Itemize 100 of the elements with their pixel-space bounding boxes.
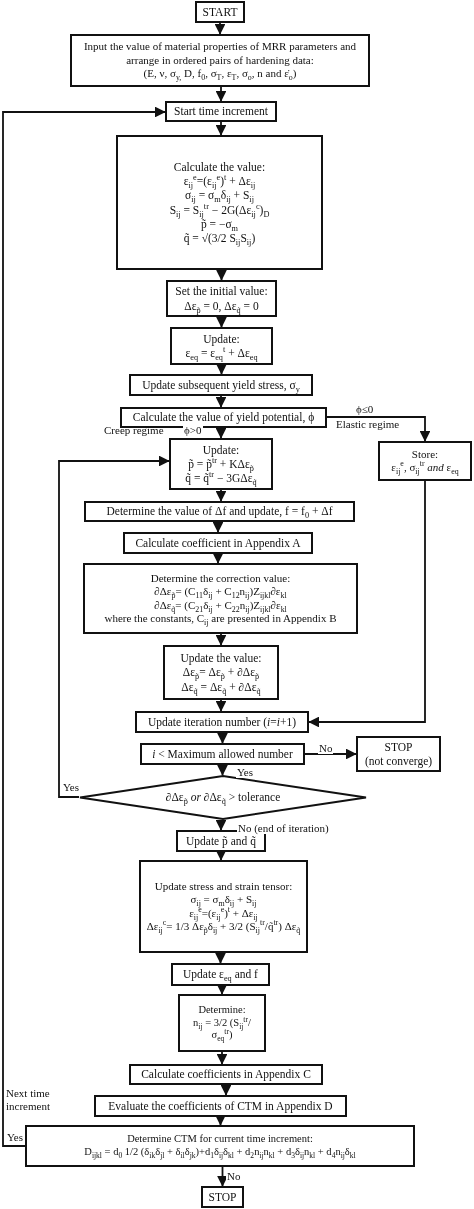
step-text: Calculate coefficient in Appendix A — [135, 536, 301, 550]
process-box — [123, 532, 313, 554]
formula-text: Δε$_{p̃}$ = 0, Δε$_{q̃}$ = 0 — [184, 298, 259, 313]
edge-label: Yes — [236, 766, 254, 779]
formula-text: ε$_{ij}$$^{e}$, σ$_{ij}$$^{tr}$ and ε$_{eq}$ — [391, 461, 459, 475]
step-text: i < Maximum allowed number — [152, 747, 293, 761]
formula-text: Δε$_{p̃}$= Δε$_{p̃}$ + ∂Δε$_{p̃}$ — [182, 665, 260, 680]
arrow — [214, 22, 226, 35]
decision-diamond — [79, 775, 367, 820]
arrow — [215, 395, 227, 408]
step-text: STOP — [208, 1190, 237, 1204]
step-text: START — [202, 5, 238, 19]
arrow — [215, 952, 226, 964]
step-text: Store: — [411, 447, 439, 461]
arrow — [220, 1084, 232, 1096]
formula-text: Δε$_{q̃}$ = Δε$_{q̃}$ + ∂Δε$_{q̃}$ — [181, 680, 261, 694]
process-box — [166, 280, 277, 317]
step-text: Update ε$_{eq}$ and f — [183, 967, 258, 982]
process-box — [171, 963, 270, 986]
note-text: Elastic regime — [336, 418, 400, 431]
formula-text: ε$_{eq}$ = ε$_{eq}$$^{t}$ + Δε$_{eq}$ — [185, 346, 258, 360]
formula-text: p̃ = p̃$^{tr}$ + KΔε$_{p̃}$ — [188, 457, 254, 471]
arrow — [215, 121, 227, 136]
step-text: Calculate the value of yield potential, ϕ — [132, 410, 315, 425]
process-box — [129, 374, 313, 396]
process-box — [94, 1095, 347, 1117]
process-box — [116, 135, 323, 270]
process-box — [140, 743, 305, 765]
step-text: Update stress and strain tensor: — [154, 879, 293, 894]
formula-text: ∂Δε$_{p̃}$= (C$_{11}$δ$_{ij}$ + C$_{12}$n$_{ij}$)Z$_{ijkl}$∂ε$_{kl}$ — [154, 585, 287, 599]
note-text: Next time increment — [6, 1087, 51, 1113]
arrow — [212, 521, 224, 533]
edge-label: No — [226, 1170, 242, 1183]
arrow — [215, 489, 227, 502]
arrow — [217, 732, 228, 744]
formula-text: p̃ = −σ$_{m}$ — [200, 217, 239, 231]
step-text: Update the value: — [180, 651, 262, 666]
step-text: Input the value of material properties of MRR parameters and arrange in ordered pairs of hardening data: — [82, 40, 358, 68]
arrow — [216, 1051, 228, 1065]
process-box — [84, 501, 355, 522]
note-text: Creep regime — [104, 424, 164, 437]
arrow — [304, 748, 357, 760]
edge-label: Yes — [62, 781, 80, 794]
terminal-box — [201, 1186, 244, 1208]
formula-text: q̃ = √(3/2 S$_{ij}$S$_{ij}$) — [183, 231, 256, 245]
formula-text: (not converge) — [364, 754, 433, 768]
process-box — [70, 34, 370, 87]
process-box — [163, 645, 279, 700]
step-text: Start time increment — [174, 104, 268, 119]
arrow — [215, 86, 227, 102]
formula-text: (E, ν, σ$_{y,}$ D, f$_{0}$, σ$_{T}$, ε$_{T}$, σ$_{o}$, n and ε̇$_{o}$) — [143, 67, 297, 81]
formula-text: n$_{ij}$ = 3/2 (S$_{ij}$$^{tr}$/σ$_{eq}$$^{tr}$) — [192, 1016, 252, 1043]
arrow — [215, 427, 227, 439]
process-box — [178, 994, 266, 1052]
process-box — [165, 101, 277, 122]
formula-text: D$_{ijkl}$ = d$_{0}$ 1/2 (δ$_{ik}$δ$_{jl}$ + δ$_{il}$δ$_{jk}$)+d$_{1}$δ$_{ij}$δ$_{kl}$ + d$_{2}$n$_{ij}$n$_{kl}$ + d$_{3}$δ$_{ij}$n$_{kl}$ + d$_{4}$n$_{ij}$δ$_{kl}$ — [84, 1146, 356, 1159]
formula-text: q̃ = q̃$^{tr}$ − 3GΔε$_{q̃}$ — [185, 471, 257, 485]
arrow — [58, 455, 170, 798]
arrow — [212, 552, 224, 564]
formula-text: σ$_{ij}$ = σ$_{m}$δ$_{ij}$ + S$_{ij}$ — [190, 893, 257, 907]
condition-text: ∂Δε$_{p̃}$ or ∂Δε$_{q̃}$ > tolerance — [165, 790, 281, 805]
arrow — [308, 480, 426, 728]
step-text: Update p̃ and q̃ — [186, 834, 256, 848]
process-box — [129, 1064, 323, 1085]
formula-text: ε$_{ij}$$^{e}$=(ε$_{ij}$$^{e}$)$^{t}$ + Δε$_{ij}$ — [183, 174, 256, 189]
arrow — [216, 269, 227, 281]
arrow — [217, 1166, 228, 1187]
process-box — [83, 563, 358, 634]
step-text: Determine the correction value: — [150, 571, 291, 586]
process-box — [135, 711, 309, 733]
process-box — [169, 438, 273, 490]
arrow — [2, 106, 166, 1147]
process-box — [25, 1125, 415, 1167]
step-text: Determine: — [198, 1003, 246, 1017]
edge-label: No (end of iteration) — [237, 822, 330, 835]
step-text: Update: — [203, 332, 240, 346]
arrow — [216, 363, 227, 375]
arrow — [217, 764, 228, 776]
step-text: Calculate coefficients in Appendix C — [141, 1067, 311, 1082]
step-text: Set the initial value: — [175, 284, 268, 299]
step-text: Determine the value of Δf and update, f = f$_{0}$ + Δf — [106, 504, 333, 519]
edge-label: ϕ>0 — [183, 424, 203, 437]
step-text: Calculate the value: — [173, 160, 266, 175]
terminal-box — [356, 736, 441, 772]
arrow — [215, 699, 227, 712]
process-box — [378, 441, 472, 481]
step-text: STOP — [384, 740, 413, 754]
edge-label: ϕ≤0 — [355, 403, 375, 416]
arrow — [216, 316, 227, 328]
arrow — [215, 819, 227, 831]
process-box — [170, 327, 273, 365]
step-text: Update: — [202, 442, 240, 457]
terminal-box — [195, 1, 245, 23]
edge-label: No — [318, 742, 334, 755]
process-box — [120, 407, 327, 428]
arrow — [215, 633, 227, 646]
step-text: Evaluate the coefficients of CTM in Appendix D — [108, 1099, 333, 1113]
step-text: Update subsequent yield stress, σ$_{y}$ — [142, 378, 300, 392]
step-text: Determine CTM for current time increment: — [127, 1133, 313, 1146]
arrow — [326, 416, 431, 442]
